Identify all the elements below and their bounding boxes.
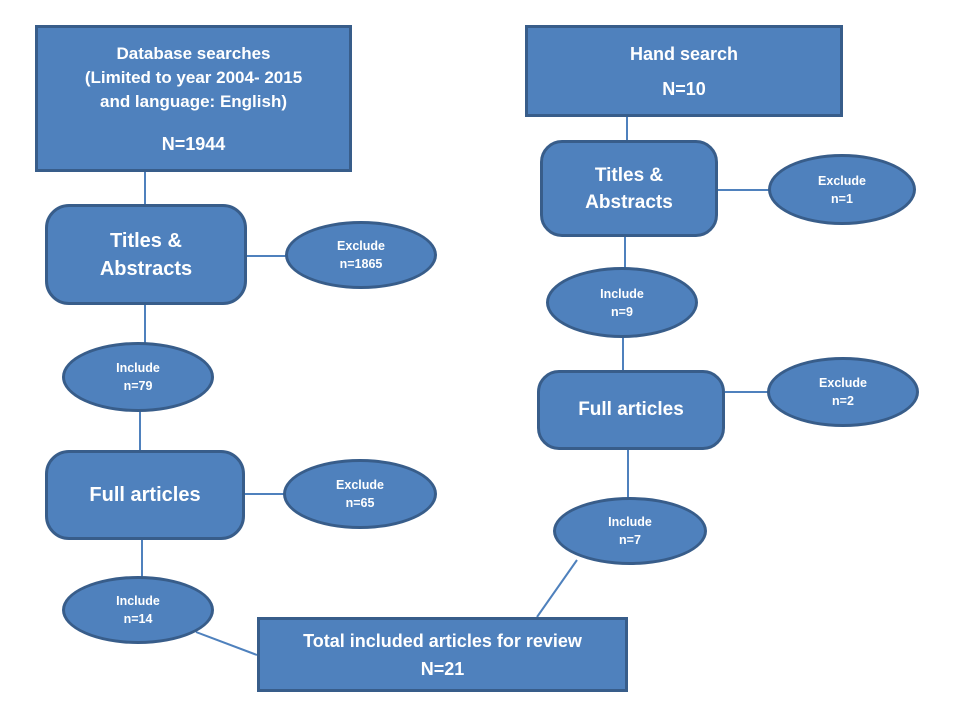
total-included-box: Total included articles for review N=21 [257,617,628,692]
left-full-articles-box: Full articles [45,450,245,540]
hand-search-box: Hand search N=10 [525,25,843,117]
right-include-full-ellipse: Include n=7 [553,497,707,565]
right-include-titles-ellipse: Include n=9 [546,267,698,338]
database-searches-label: Database searches (Limited to year 2004-… [84,43,303,111]
right-exclude-titles-ellipse: Exclude n=1 [768,154,916,225]
right-full-articles-box: Full articles [537,370,725,450]
left-include-full-ellipse: Include n=14 [62,576,214,644]
left-include-titles-label: Include n=79 [116,361,160,393]
connector-include14-to-total [195,631,258,656]
left-exclude-titles-label: Exclude n=1865 [337,239,385,271]
right-exclude-titles-label: Exclude n=1 [818,173,866,206]
left-exclude-full-label: Exclude n=65 [336,478,384,510]
hand-search-label: Hand search [629,43,739,64]
right-include-titles-label: Include n=9 [600,286,644,319]
left-include-titles-ellipse: Include n=79 [62,342,214,412]
left-exclude-titles-ellipse: Exclude n=1865 [285,221,437,289]
right-titles-abstracts-box: Titles & Abstracts [540,140,718,237]
total-included-count: N=21 [420,658,465,679]
left-titles-abstracts-label: Titles & Abstracts [99,229,193,280]
total-included-label: Total included articles for review [303,630,582,651]
left-exclude-full-ellipse: Exclude n=65 [283,459,437,529]
right-titles-abstracts-label: Titles & Abstracts [585,164,673,213]
connector-include7-to-total [536,559,578,618]
left-titles-abstracts-box: Titles & Abstracts [45,204,247,305]
left-full-articles-label: Full articles [89,484,201,506]
right-include-full-label: Include n=7 [608,515,652,547]
right-full-articles-label: Full articles [578,399,684,420]
database-searches-count: N=1944 [161,133,226,154]
database-searches-box: Database searches (Limited to year 2004-… [35,25,352,172]
hand-search-count: N=10 [662,78,706,99]
right-exclude-full-label: Exclude n=2 [819,376,867,408]
left-include-full-label: Include n=14 [116,594,160,626]
right-exclude-full-ellipse: Exclude n=2 [767,357,919,427]
